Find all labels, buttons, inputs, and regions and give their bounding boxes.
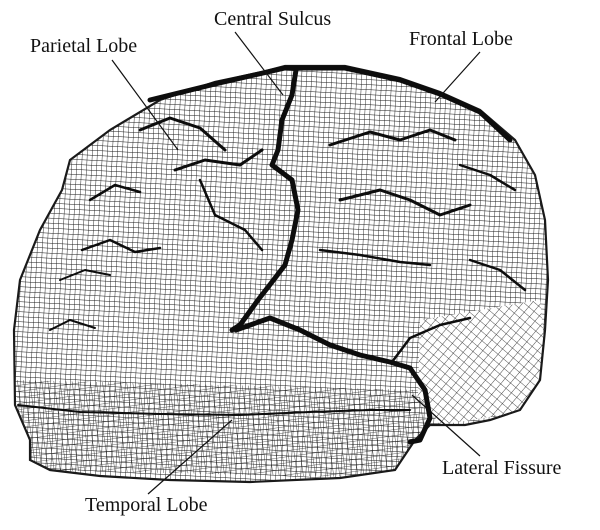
- lateral-fissure-label: Lateral Fissure: [442, 458, 561, 478]
- frontal-lobe-label: Frontal Lobe: [409, 29, 513, 49]
- leader-frontal-lobe: [435, 52, 480, 102]
- temporal-lobe-label: Temporal Lobe: [85, 495, 207, 515]
- central-sulcus-label: Central Sulcus: [214, 9, 331, 29]
- parietal-lobe-label: Parietal Lobe: [30, 36, 137, 56]
